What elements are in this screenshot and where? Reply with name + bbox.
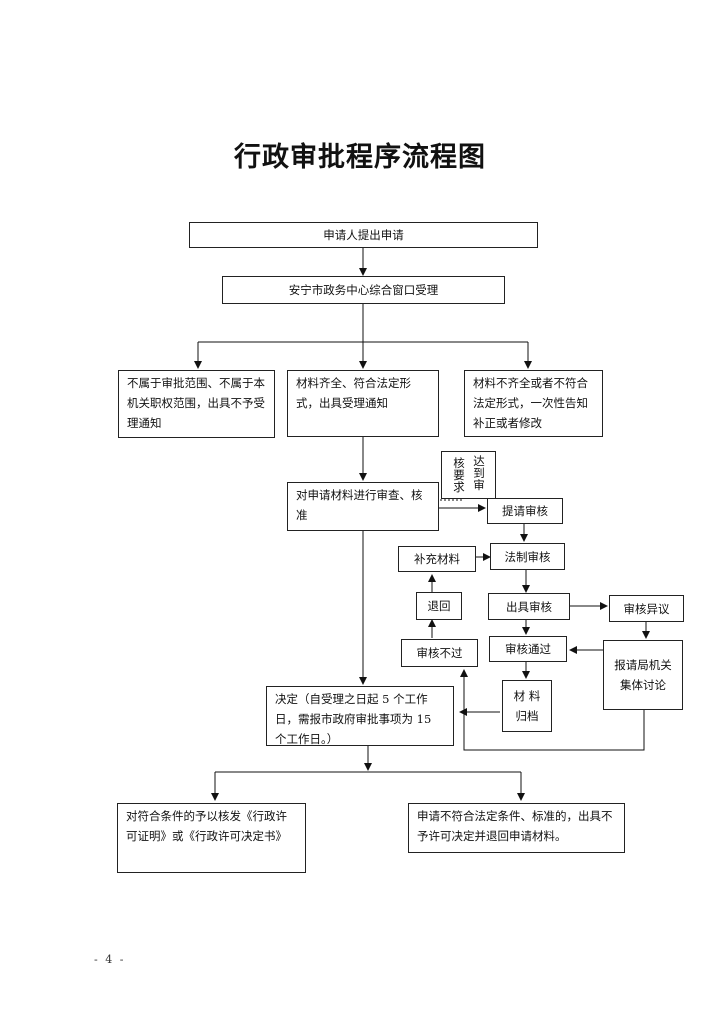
node-audit-objection: 审核异议: [609, 595, 684, 622]
audit-req-col2: 达到审: [473, 454, 485, 492]
node-not-in-scope: 不属于审批范围、不属于本机关职权范围，出具不予受理通知: [118, 370, 275, 438]
node-submit-audit: 提请审核: [487, 498, 563, 524]
node-incomplete: 材料不齐全或者不符合法定形式，一次性告知补正或者修改: [464, 370, 603, 437]
node-reject: 申请不符合法定条件、标准的，出具不予许可决定并退回申请材料。: [408, 803, 625, 853]
node-accept: 安宁市政务中心综合窗口受理: [222, 276, 505, 304]
node-decision: 决定（自受理之日起 5 个工作日，需报市政府审批事项为 15 个工作日。）: [266, 686, 454, 746]
node-approve: 对符合条件的予以核发《行政许可证明》或《行政许可决定书》: [117, 803, 306, 873]
node-return: 退回: [416, 592, 462, 620]
node-apply: 申请人提出申请: [189, 222, 538, 248]
node-complete: 材料齐全、符合法定形式，出具受理通知: [287, 370, 439, 437]
audit-req-col1: 核要求: [453, 456, 465, 494]
node-audit-requirement: 核要求 达到审: [441, 451, 496, 499]
node-archive: 材 料 归档: [502, 680, 552, 732]
page-number: - 4 -: [94, 953, 126, 966]
node-supplement: 补充材料: [398, 546, 476, 572]
node-audit-fail: 审核不过: [401, 639, 478, 667]
node-audit-pass: 审核通过: [489, 636, 567, 662]
node-bureau-discussion: 报请局机关集体讨论: [603, 640, 683, 710]
page-title: 行政审批程序流程图: [234, 142, 486, 173]
node-review: 对申请材料进行审查、核准: [287, 482, 439, 531]
node-issue-audit: 出具审核: [488, 593, 570, 620]
node-legal-audit: 法制审核: [490, 543, 565, 570]
